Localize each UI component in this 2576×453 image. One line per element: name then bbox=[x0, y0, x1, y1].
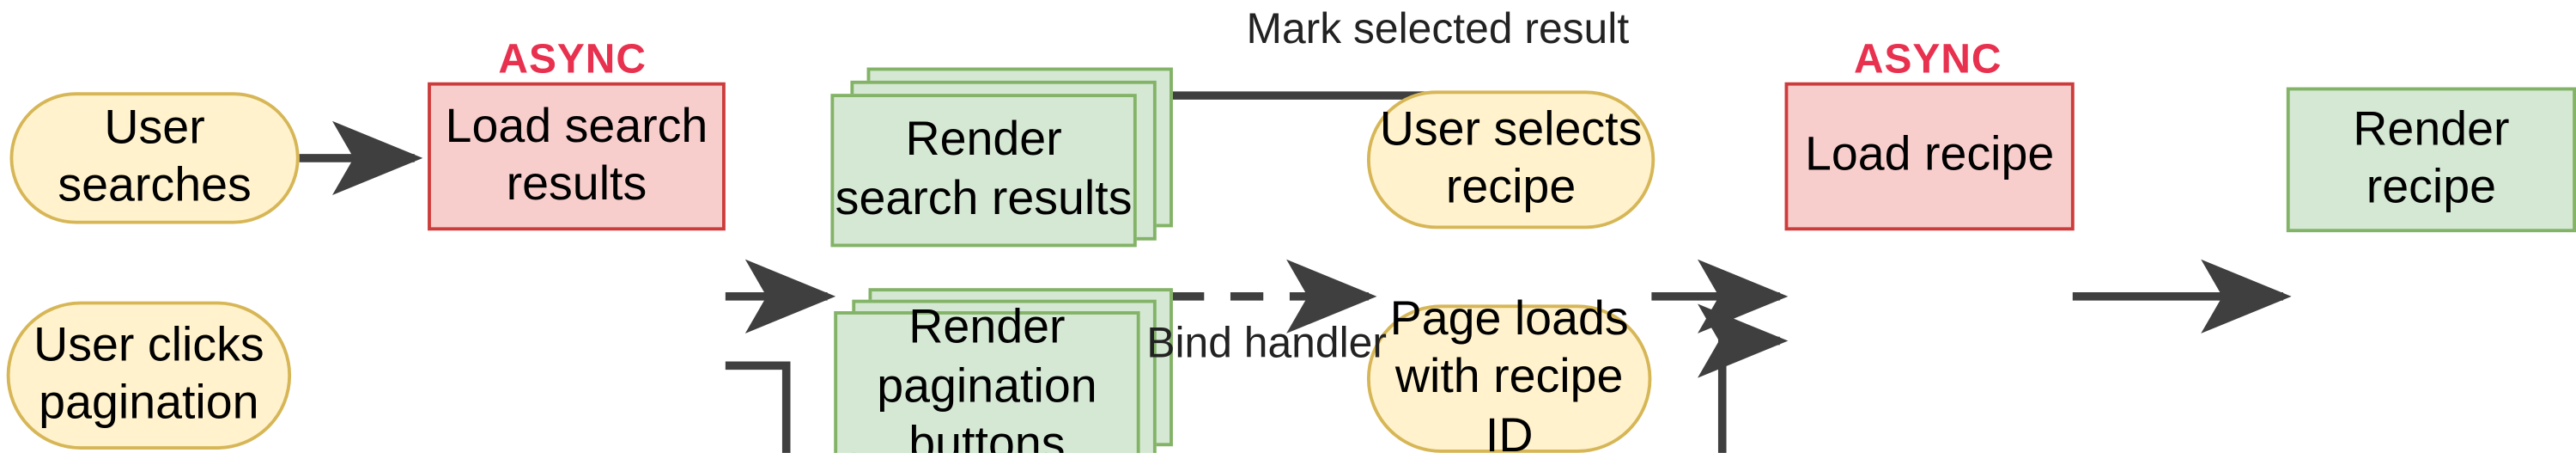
node-render-search-results[interactable]: Render search results bbox=[830, 94, 1137, 248]
edge-label-bind-handler-top: Bind handler bbox=[1146, 317, 1387, 368]
node-user-searches[interactable]: User searches bbox=[9, 92, 300, 224]
node-render-recipe[interactable]: Render recipe bbox=[2286, 87, 2576, 233]
edge-label-mark-selected-result: Mark selected result bbox=[1246, 3, 1630, 53]
node-user-selects-recipe-label: User selects recipe bbox=[1379, 102, 1643, 215]
node-load-recipe-label: Load recipe bbox=[1804, 129, 2055, 182]
node-page-loads-with-recipe-id-label: Page loads with recipe ID bbox=[1389, 292, 1629, 453]
node-render-search-results-label: Render search results bbox=[835, 113, 1133, 225]
node-render-pagination-buttons[interactable]: Render pagination buttons bbox=[834, 302, 1140, 453]
node-page-loads-with-recipe-id[interactable]: Page loads with recipe ID bbox=[1366, 293, 1652, 453]
async-tag-load-recipe: ASYNC bbox=[1853, 36, 2002, 83]
node-user-searches-label: User searches bbox=[58, 101, 252, 213]
node-load-search-results-label: Load search results bbox=[445, 100, 708, 211]
node-render-recipe-label: Render recipe bbox=[2353, 102, 2510, 215]
node-load-recipe[interactable]: Load recipe bbox=[1784, 82, 2075, 231]
async-tag-load-search-results: ASYNC bbox=[498, 36, 647, 83]
edge-page-loads-to-load-recipe bbox=[1698, 303, 1789, 453]
node-render-pagination-buttons-label: Render pagination buttons bbox=[877, 302, 1097, 453]
node-user-selects-recipe[interactable]: User selects recipe bbox=[1366, 90, 1656, 230]
node-load-search-results[interactable]: Load search results bbox=[428, 82, 726, 231]
node-user-clicks-pagination[interactable]: User clicks pagination bbox=[6, 301, 292, 450]
node-user-clicks-pagination-label: User clicks pagination bbox=[33, 318, 264, 430]
edge-load-to-render-pagination bbox=[725, 361, 791, 453]
